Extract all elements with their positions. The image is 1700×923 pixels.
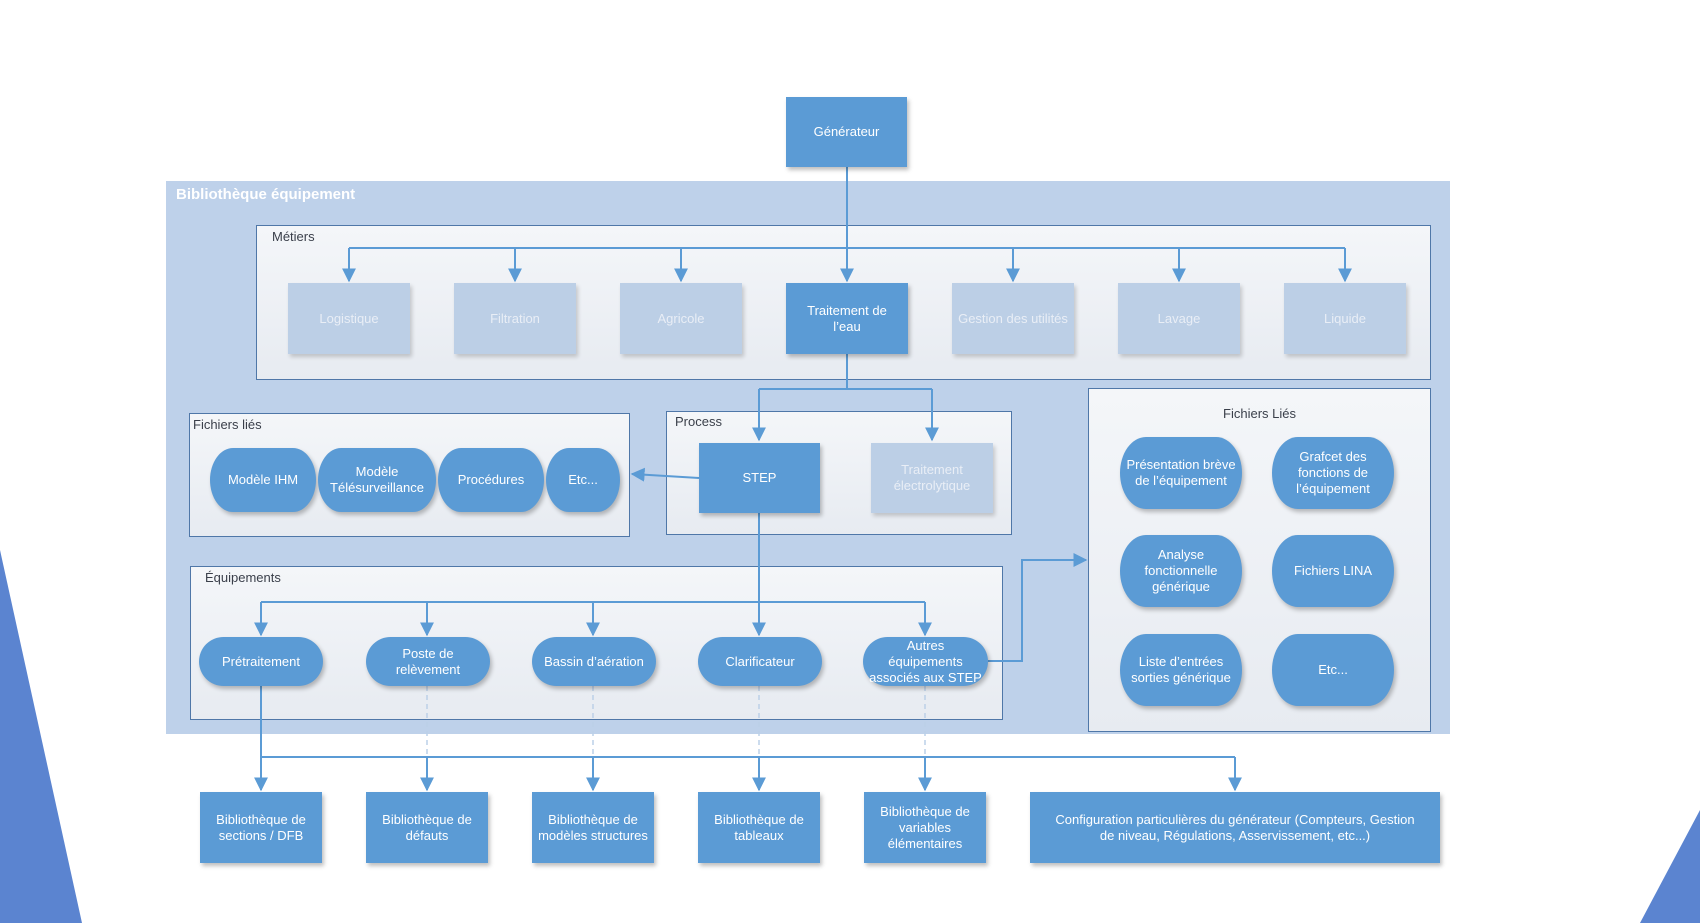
fichier-modele-ihm: Modèle IHM (210, 448, 316, 512)
bibliotheque-tableaux: Bibliothèque de tableaux (698, 792, 820, 863)
equipement-clarificateur: Clarificateur (698, 637, 822, 686)
configuration-particulieres-generateur: Configuration particulières du générateu… (1030, 792, 1440, 863)
fichier-etc-right: Etc... (1272, 634, 1394, 706)
metier-logistique: Logistique (288, 283, 410, 354)
metier-filtration: Filtration (454, 283, 576, 354)
fichiers-lies-right-title: Fichiers Liés (1223, 406, 1296, 421)
process-traitement-electrolytique: Traitement électrolytique (871, 443, 993, 513)
fichier-lina: Fichiers LINA (1272, 535, 1394, 607)
fichier-presentation-equipement: Présentation brève de l’équipement (1120, 437, 1242, 509)
metier-agricole: Agricole (620, 283, 742, 354)
process-step: STEP (699, 443, 820, 513)
bibliotheque-sections-dfb: Bibliothèque de sections / DFB (200, 792, 322, 863)
metier-traitement-eau: Traitement de l’eau (786, 283, 908, 354)
bibliotheque-modeles-structures: Bibliothèque de modèles structures (532, 792, 654, 863)
corner-decoration-left (0, 550, 82, 923)
metier-lavage: Lavage (1118, 283, 1240, 354)
fichier-procedures: Procédures (438, 448, 544, 512)
equipement-poste-relevement: Poste de relèvement (366, 637, 490, 686)
equipement-pretraitement: Prétraitement (199, 637, 323, 686)
fichier-analyse-fonctionnelle: Analyse fonctionnelle générique (1120, 535, 1242, 607)
corner-decoration-right (1640, 810, 1700, 923)
process-title: Process (675, 414, 722, 429)
metier-gestion-utilites: Gestion des utilités (952, 283, 1074, 354)
metiers-title: Métiers (272, 229, 315, 244)
generator-box: Générateur (786, 97, 907, 167)
bibliotheque-variables-elementaires: Bibliothèque de variables élémentaires (864, 792, 986, 863)
metier-liquide: Liquide (1284, 283, 1406, 354)
fichier-grafcet: Grafcet des fonctions de l’équipement (1272, 437, 1394, 509)
equipement-bassin-aeration: Bassin d’aération (532, 637, 656, 686)
fichier-liste-entrees-sorties: Liste d’entrées sorties générique (1120, 634, 1242, 706)
bibliotheque-defauts: Bibliothèque de défauts (366, 792, 488, 863)
bibliotheque-equipement-title: Bibliothèque équipement (176, 186, 356, 203)
equipements-title: Équipements (205, 570, 281, 585)
fichiers-lies-left-title: Fichiers liés (193, 417, 262, 432)
fichier-etc-left: Etc... (546, 448, 620, 512)
fichier-modele-telesurveillance: Modèle Télésurveillance (318, 448, 436, 512)
equipement-autres: Autres équipements associés aux STEP (863, 637, 988, 686)
